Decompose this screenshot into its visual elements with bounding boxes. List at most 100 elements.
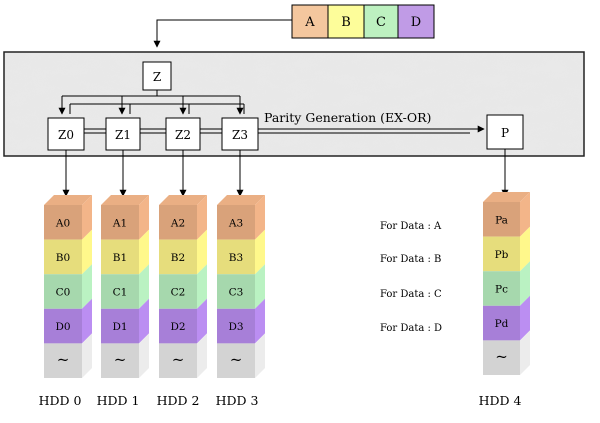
undefined-cell-label: ~ — [495, 348, 508, 366]
undefined-side-face — [139, 229, 149, 275]
split-node-label: Z — [153, 70, 161, 84]
undefined-cell-label: B3 — [229, 252, 243, 264]
stripe-node-z2: Z2 — [165, 117, 201, 151]
undefined-cell — [217, 274, 255, 309]
undefined-cell-label: C3 — [229, 287, 244, 299]
undefined-cell-label: ~ — [230, 351, 243, 369]
undefined-cell-label: B2 — [171, 252, 185, 264]
undefined-side-face — [255, 264, 265, 309]
undefined-cell — [44, 343, 82, 378]
parity-node-label: P — [501, 126, 509, 140]
disk-stacks: A0B0C0D0~A1B1C1D1~A2B2C2D2~A3B3C3D3~PaPb… — [44, 192, 530, 378]
undefined-cell — [159, 205, 197, 240]
parity-bus — [84, 125, 485, 134]
stripe-node-z1: Z1 — [105, 117, 141, 151]
split-node: Z — [142, 61, 172, 91]
parity-generation-label: Parity Generation (EX-OR) — [264, 110, 431, 125]
undefined-top-face — [483, 192, 530, 202]
undefined-cell — [44, 308, 82, 344]
legend: For Data : A For Data : B For Data : C F… — [380, 221, 442, 334]
processing-panel — [3, 51, 585, 157]
legend-item-b: For Data : B — [380, 254, 441, 265]
stripe-node-z3-label: Z3 — [232, 128, 248, 142]
stripe-node-z1-label: Z1 — [115, 128, 131, 142]
undefined-cell-label: Pa — [495, 214, 508, 226]
undefined-side-face — [255, 195, 265, 240]
undefined-cell — [483, 202, 520, 237]
undefined-side-face — [82, 333, 92, 378]
undefined-side-face — [139, 333, 149, 378]
top-block-b: B — [327, 4, 365, 39]
undefined-cell — [159, 274, 197, 309]
stripe-node-z0-label: Z0 — [58, 128, 74, 142]
undefined-cell — [44, 239, 82, 275]
undefined-cell — [101, 239, 139, 275]
undefined-cell-label: Pb — [495, 249, 509, 261]
undefined-cell-label: ~ — [172, 351, 185, 369]
top-block-b-label: B — [341, 15, 351, 30]
undefined-side-face — [255, 298, 265, 344]
disk-name-hdd2: HDD 2 — [157, 393, 200, 408]
undefined-cell-label: ~ — [114, 351, 127, 369]
undefined-cell — [217, 308, 255, 344]
disk-name-hdd3: HDD 3 — [216, 393, 259, 408]
disk-arrows — [62, 149, 509, 197]
stripe-node-z3: Z3 — [221, 117, 259, 151]
undefined-cell-label: D1 — [112, 321, 127, 333]
undefined-side-face — [197, 264, 207, 309]
undefined-side-face — [139, 195, 149, 240]
stripe-nodes: Z0 Z1 Z2 Z3 — [47, 117, 259, 151]
legend-item-a: For Data : A — [380, 221, 442, 232]
undefined-cell-label: A3 — [228, 217, 243, 229]
top-block-d-label: D — [411, 15, 421, 30]
undefined-cell — [217, 205, 255, 240]
undefined-cell-label: A0 — [55, 217, 70, 229]
top-data-blocks: A B C D — [291, 4, 435, 39]
undefined-cell-label: D0 — [55, 321, 70, 333]
legend-item-c: For Data : C — [380, 289, 442, 300]
undefined-side-face — [255, 229, 265, 275]
disk-name-hdd4: HDD 4 — [479, 393, 522, 408]
undefined-side-face — [82, 264, 92, 309]
undefined-side-face — [520, 226, 530, 272]
undefined-top-face — [217, 195, 265, 205]
undefined-side-face — [82, 195, 92, 240]
undefined-side-face — [197, 298, 207, 344]
legend-item-d: For Data : D — [380, 323, 442, 334]
parity-node: P — [486, 114, 524, 150]
input-connector — [153, 19, 292, 48]
undefined-cell — [483, 236, 520, 272]
disk-name-hdd1: HDD 1 — [97, 393, 140, 408]
undefined-cell-label: D3 — [228, 321, 243, 333]
undefined-cell — [44, 274, 82, 309]
top-block-a: A — [291, 4, 329, 39]
undefined-cell — [101, 343, 139, 378]
undefined-side-face — [197, 333, 207, 378]
undefined-top-face — [44, 195, 92, 205]
undefined-cell-label: ~ — [57, 351, 70, 369]
undefined-cell-label: D2 — [170, 321, 185, 333]
undefined-side-face — [520, 192, 530, 237]
stripe-node-z2-label: Z2 — [175, 128, 191, 142]
undefined-side-face — [197, 195, 207, 240]
undefined-cell-label: B1 — [113, 252, 127, 264]
undefined-cell — [217, 343, 255, 378]
undefined-cell-label: C1 — [113, 287, 128, 299]
top-block-c-label: C — [376, 15, 386, 30]
undefined-side-face — [520, 330, 530, 375]
undefined-side-face — [82, 298, 92, 344]
undefined-cell — [101, 205, 139, 240]
undefined-cell-label: B0 — [56, 252, 70, 264]
top-block-d: D — [397, 4, 435, 39]
undefined-side-face — [139, 298, 149, 344]
distribution-lines — [58, 90, 245, 115]
top-block-a-label: A — [304, 15, 315, 30]
undefined-cell — [483, 340, 520, 375]
undefined-cell-label: A2 — [170, 217, 185, 229]
undefined-cell — [217, 239, 255, 275]
